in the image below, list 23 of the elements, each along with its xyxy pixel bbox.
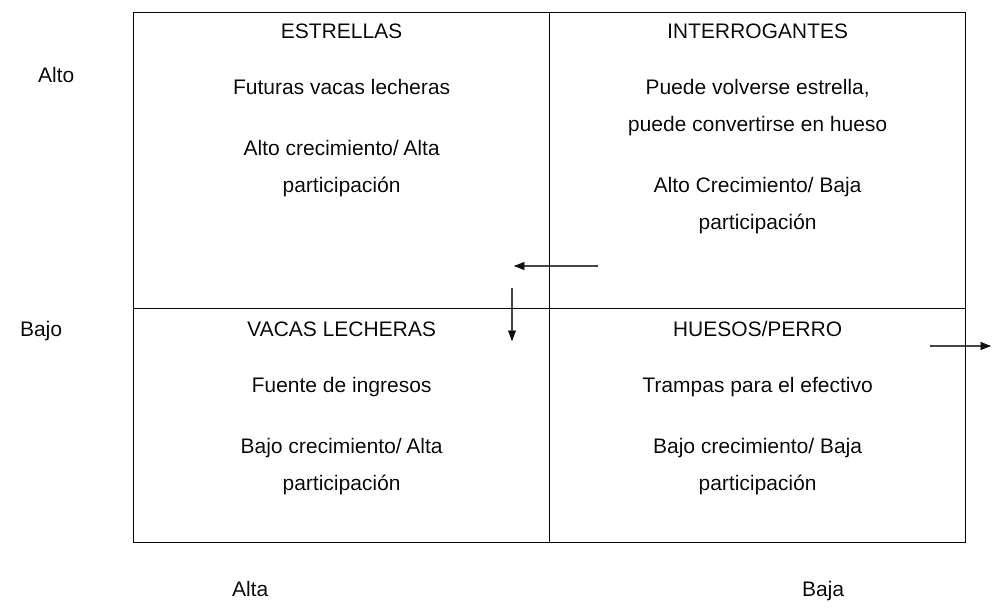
arrow: [930, 342, 992, 350]
quadrant-heading: INTERROGANTES: [667, 19, 848, 45]
axis-label: Alta: [232, 578, 268, 602]
quadrant-text: Fuente de ingresos: [250, 373, 432, 399]
quadrant-box: [549, 12, 966, 309]
quadrant-heading: HUESOS/PERRO: [672, 317, 842, 343]
arrow: [508, 288, 516, 342]
quadrant-heading: VACAS LECHERAS: [247, 317, 436, 343]
axis-label: Alto: [38, 64, 74, 88]
quadrant-box: [549, 308, 966, 543]
quadrant-text: Bajo crecimiento/ Baja participación: [652, 434, 863, 497]
quadrant-text: Alto crecimiento/ Alta participación: [242, 136, 441, 199]
arrow: [514, 262, 598, 270]
quadrant-text: Futuras vacas lecheras: [232, 75, 452, 101]
quadrant-text: Puede volverse estrella, puede convertirse en hueso: [626, 75, 888, 138]
quadrant-box: [133, 12, 550, 309]
quadrant-text: Trampas para el efectivo: [641, 373, 874, 399]
axis-label: Baja: [802, 578, 844, 602]
quadrant-box: [133, 308, 550, 543]
quadrant-text: Alto Crecimiento/ Baja participación: [652, 173, 862, 236]
quadrant-heading: ESTRELLAS: [280, 19, 402, 45]
axis-label: Bajo: [20, 318, 62, 342]
quadrant-text: Bajo crecimiento/ Alta participación: [240, 434, 444, 497]
